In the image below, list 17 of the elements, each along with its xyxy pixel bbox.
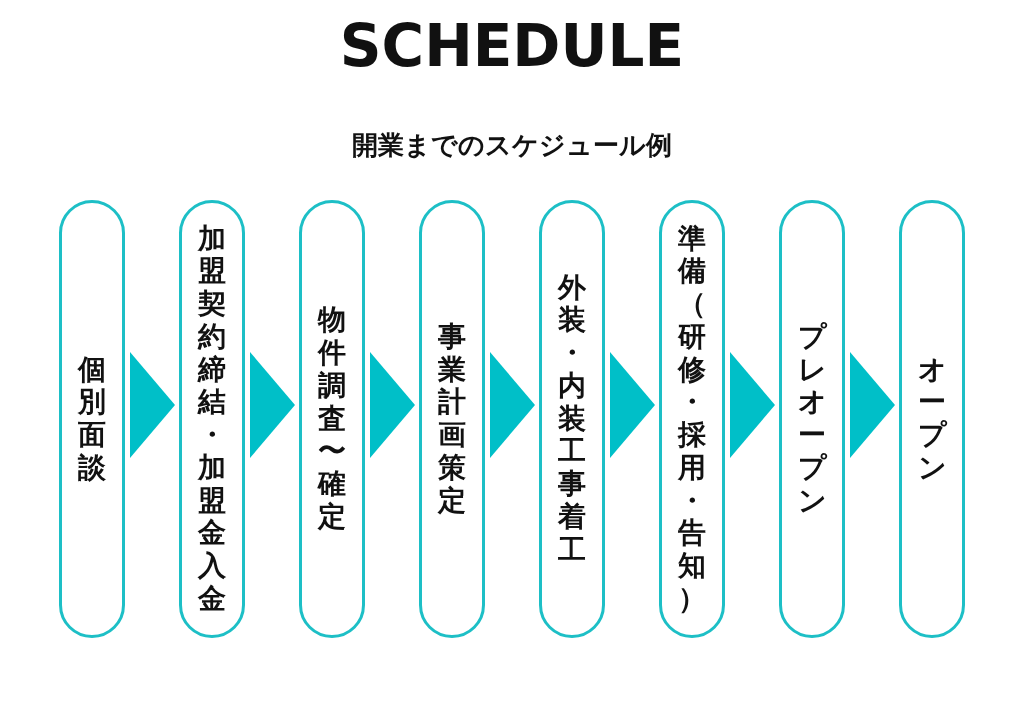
subtitle: 開業までのスケジュール例 (352, 129, 672, 162)
step-pill: 事業計画策定 (419, 200, 485, 638)
step-pill: 個別面談 (59, 200, 125, 638)
arrow (370, 352, 415, 458)
arrow (250, 352, 295, 458)
arrow (490, 352, 535, 458)
arrow (130, 352, 175, 458)
arrow (850, 352, 895, 458)
title: SCHEDULE (339, 12, 685, 80)
step-pill: 外装・内装工事着工 (539, 200, 605, 638)
step-pill: 加盟契約締結・加盟金入金 (179, 200, 245, 638)
step-pill: 準備（研修・採用・告知） (659, 200, 725, 638)
step-pill: 物件調査〜確定 (299, 200, 365, 638)
step-pill: プレオープン (779, 200, 845, 638)
arrow (730, 352, 775, 458)
arrow (610, 352, 655, 458)
step-pill: オープン (899, 200, 965, 638)
